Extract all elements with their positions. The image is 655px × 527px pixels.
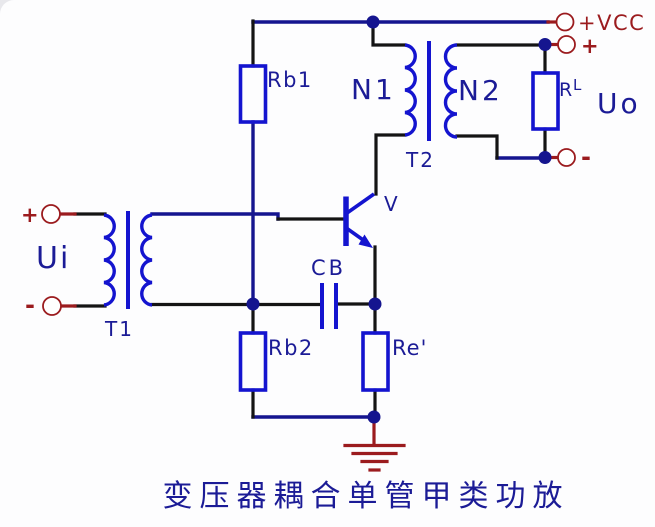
junction-dot-bias — [246, 297, 260, 311]
label-cb: CB — [311, 256, 346, 280]
base-wire-left — [150, 212, 280, 221]
transistor-emitter-arrow — [358, 234, 373, 248]
n2-bottom-wire — [455, 134, 499, 160]
ground-symbol — [343, 420, 406, 472]
transistor-collector-lead — [345, 192, 376, 215]
label-rb2: Rb2 — [268, 336, 314, 360]
collector-wire — [374, 133, 407, 196]
label-out-minus: - — [581, 143, 591, 171]
label-ui: Ui — [36, 241, 70, 276]
label-vcc: +VCC — [578, 11, 645, 35]
terminal-out-plus — [557, 35, 576, 54]
label-re: Re' — [392, 336, 427, 360]
terminal-in-minus — [42, 296, 62, 316]
resistor-rl — [531, 71, 560, 131]
caption-title: 变压器耦合单管甲类功放 — [163, 479, 570, 514]
t2-n1-winding — [404, 43, 417, 137]
label-uo: Uo — [597, 87, 641, 120]
label-n2: N2 — [458, 74, 503, 107]
label-n1: N1 — [351, 73, 396, 106]
junction-dot-emitter — [368, 297, 382, 311]
transformer-t1 — [103, 211, 153, 309]
label-t2: T2 — [405, 148, 435, 172]
resistor-rb2 — [238, 331, 268, 392]
label-in-plus: + — [21, 203, 39, 227]
capacitor-cb — [320, 283, 338, 329]
label-rl-r: R — [559, 79, 572, 101]
junction-dot-vcc — [366, 15, 380, 29]
label-v: V — [384, 192, 398, 216]
t1-primary-winding — [103, 213, 116, 307]
resistor-re — [361, 331, 390, 392]
transistor-v — [343, 192, 376, 248]
terminal-in-plus — [41, 204, 61, 224]
resistor-rb1 — [238, 64, 268, 124]
label-rb1: Rb1 — [267, 68, 313, 92]
terminal-out-minus — [557, 148, 576, 167]
label-t1: T1 — [104, 317, 134, 341]
junction-dot-ground — [367, 410, 381, 424]
terminal-vcc — [555, 12, 575, 32]
t1-secondary-winding — [140, 213, 153, 307]
junction-dot-out-minus — [538, 151, 552, 164]
t2-n2-winding — [443, 43, 458, 139]
transformer-t2 — [404, 41, 458, 141]
label-out-plus: + — [581, 34, 599, 58]
n1-top-wire — [371, 20, 407, 47]
junction-dot-out-plus — [538, 38, 552, 51]
label-rl-l: L — [573, 76, 582, 94]
label-in-minus: - — [25, 291, 35, 319]
